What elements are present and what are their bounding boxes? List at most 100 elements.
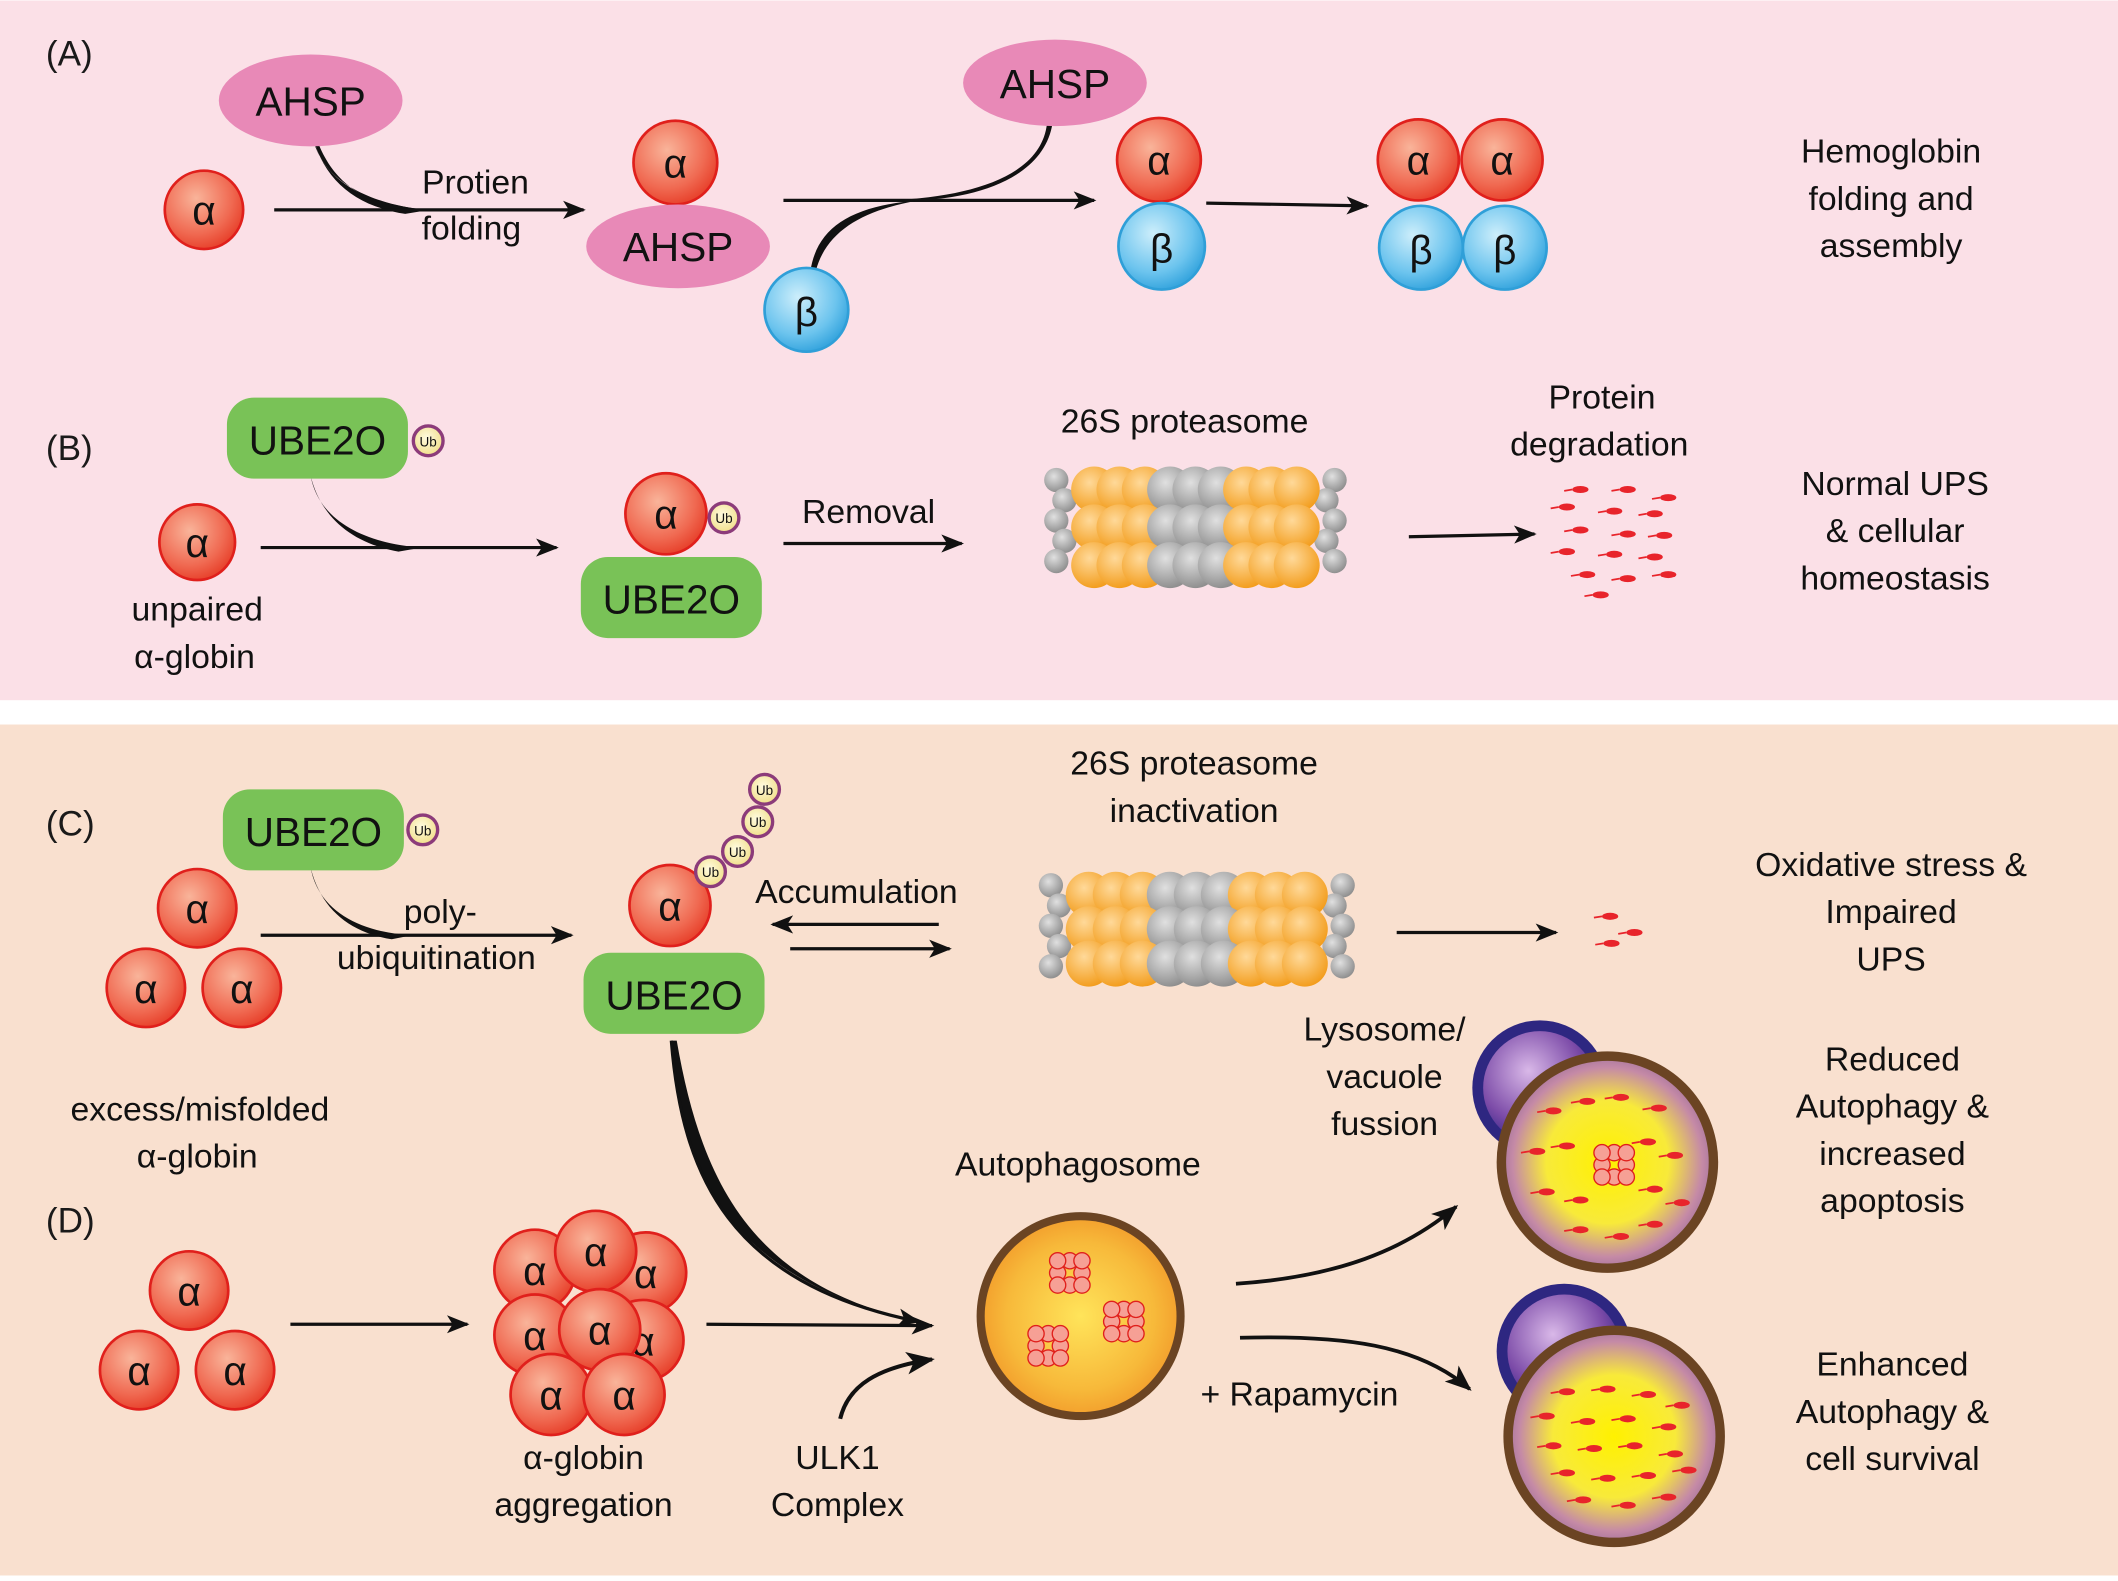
- proteasome-cap-bead: [1322, 548, 1347, 574]
- peptide-fragment-tail: [1611, 533, 1620, 537]
- proteasome-cap-bead: [1314, 488, 1339, 513]
- peptide-fragment-tail: [1520, 1150, 1530, 1154]
- alpha-trimer-d: α α α: [98, 1249, 276, 1411]
- peptide-fragment: [1646, 510, 1663, 518]
- mini-alpha: [1051, 1349, 1070, 1367]
- proteasome-b: [1044, 466, 1347, 589]
- outcome-a-line1: Hemoglobin: [1801, 133, 1981, 171]
- enhanced-line3: cell survival: [1805, 1440, 1979, 1478]
- svg-text:Ub: Ub: [414, 823, 431, 838]
- peptide-fragment: [1660, 494, 1677, 502]
- fragments-enhanced-cell: [1530, 1385, 1697, 1509]
- peptide-fragment-tail: [1564, 1199, 1573, 1203]
- peptide-fragment-tail: [1658, 1154, 1667, 1158]
- proteasome-cap-bead: [1044, 467, 1069, 493]
- svg-text:Ub: Ub: [715, 511, 732, 526]
- peptide-fragment-tail: [1595, 942, 1604, 946]
- alpha-trimer-c: α α α: [105, 867, 283, 1029]
- mini-alpha: [1617, 1168, 1636, 1186]
- protein-folding-label-2: folding: [422, 210, 521, 248]
- peptide-fragment: [1579, 1097, 1596, 1105]
- ube2o-enzyme-c1: UBE2O: [222, 789, 404, 871]
- peptide-fragment-tail: [1638, 1223, 1647, 1227]
- peptide-fragment-tail: [1611, 488, 1620, 492]
- aggregate-to-autophagosome-arrow: [706, 1316, 935, 1335]
- mini-alpha: [1102, 1300, 1121, 1319]
- ubiquitin-tag-c1: Ub: [406, 813, 440, 847]
- lysosome-fusion-arrow: [1235, 1205, 1459, 1286]
- peptide-fragment-tail: [1631, 1474, 1640, 1478]
- peptide-fragment-tail: [1651, 1426, 1661, 1430]
- svg-text:α: α: [223, 1348, 246, 1394]
- ulk1-activation-arrow: [838, 1351, 935, 1420]
- peptide-fragment-tail: [1550, 1471, 1559, 1476]
- reduced-line3: increased: [1819, 1135, 1965, 1173]
- autophagosome-label: Autophagosome: [955, 1146, 1201, 1184]
- engulfed-alpha-clusters: [1027, 1251, 1145, 1367]
- mini-alpha: [1027, 1349, 1045, 1367]
- panel-c-label: (C): [46, 804, 95, 843]
- enhanced-line1: Enhanced: [1816, 1346, 1968, 1384]
- proteasome-cap-bead: [1038, 873, 1064, 898]
- peptide-fragment: [1619, 575, 1636, 583]
- rapamycin-arrow: [1239, 1335, 1472, 1391]
- ahsp-label-1: AHSP: [256, 78, 366, 124]
- peptide-fragment-tail: [1550, 1390, 1559, 1395]
- peptide-fragment-tail: [1665, 1201, 1674, 1205]
- peptide-fragment-tail: [1593, 915, 1603, 919]
- peptide-fragment: [1646, 1220, 1663, 1228]
- peptide-fragment: [1603, 939, 1620, 947]
- peptide-fragment: [1619, 530, 1636, 538]
- proteasome-cap-bead: [1322, 933, 1347, 959]
- proteasome-cap-bead: [1052, 488, 1077, 513]
- lysosome-label-2: vacuole: [1326, 1058, 1442, 1096]
- peptide-fragment: [1602, 912, 1619, 920]
- outcome-b-line1: Normal UPS: [1801, 465, 1989, 503]
- peptide-fragment: [1558, 1469, 1575, 1477]
- peptide-fragment-tail: [1591, 1388, 1600, 1392]
- peptide-fragment: [1545, 1107, 1562, 1115]
- svg-text:UBE2O: UBE2O: [605, 973, 742, 1019]
- peptide-fragment: [1612, 1093, 1630, 1101]
- peptide-fragment-tail: [1631, 1141, 1640, 1145]
- peptide-fragment-tail: [1597, 553, 1607, 557]
- peptide-fragment-tail: [1564, 1228, 1573, 1232]
- svg-text:β: β: [1493, 227, 1516, 273]
- reduced-line2: Autophagy &: [1796, 1088, 1989, 1126]
- degradation-label-2: degradation: [1510, 426, 1688, 464]
- mini-alpha: [1102, 1324, 1121, 1343]
- peptide-fragment-tail: [1591, 1477, 1600, 1481]
- proteasome-cap-bead: [1314, 528, 1339, 553]
- peptide-fragment: [1626, 1442, 1643, 1450]
- proteasome-cap-bead: [1038, 913, 1064, 938]
- peptide-fragment: [1606, 507, 1623, 515]
- peptide-fragment: [1666, 1450, 1684, 1458]
- peptide-fragment: [1650, 1104, 1667, 1112]
- ulk1-label-2: Complex: [771, 1486, 904, 1524]
- peptide-fragment: [1579, 1417, 1596, 1426]
- peptide-fragment: [1680, 1466, 1697, 1474]
- ahsp-chaperone-released: [963, 39, 1147, 127]
- outcome-a-line3: assembly: [1820, 227, 1963, 265]
- polyubiquitinated-complex: α Ub Ub Ub Ub UBE2O: [583, 772, 782, 1034]
- unpaired-label-1: unpaired: [132, 591, 263, 629]
- mini-alpha: [1027, 1324, 1045, 1343]
- svg-text:α: α: [634, 1251, 657, 1297]
- peptide-fragment: [1619, 485, 1636, 493]
- peptide-fragment: [1646, 553, 1663, 561]
- peptide-fragment: [1538, 1412, 1555, 1420]
- proteasome-subunit: [1281, 940, 1328, 987]
- peptide-fragment: [1574, 1496, 1592, 1504]
- peptide-fragment-tail: [1564, 488, 1573, 492]
- svg-text:α: α: [1407, 138, 1430, 184]
- panel-c-swoosh: [310, 867, 412, 940]
- accumulation-label: Accumulation: [755, 873, 958, 911]
- alpha-beta-dimer: α β: [1115, 116, 1207, 291]
- proteasome-cap-bead: [1044, 508, 1069, 533]
- peptide-fragment-tail: [1638, 556, 1647, 560]
- svg-text:α: α: [185, 886, 208, 932]
- peptide-fragment-tail: [1584, 593, 1593, 598]
- proteasome-subunit: [1281, 906, 1328, 953]
- outcome-c-line2: Impaired: [1825, 893, 1956, 931]
